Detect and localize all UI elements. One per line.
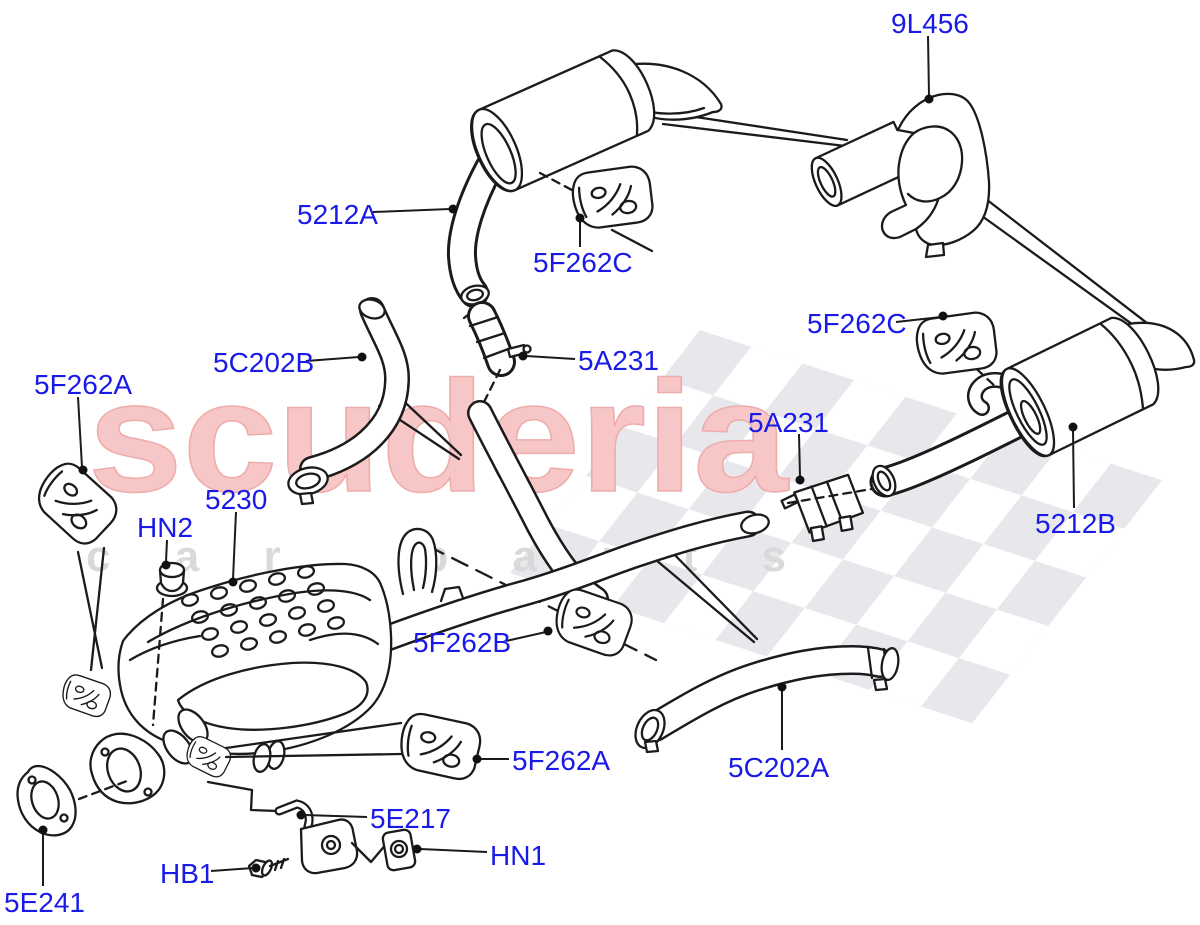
part-centre-muffler-5230 bbox=[89, 562, 393, 805]
callout-5F262C-right: 5F262C bbox=[807, 308, 907, 339]
clamp-axis-dash bbox=[786, 487, 874, 505]
callout-5C202A: 5C202A bbox=[728, 752, 830, 783]
part-nut-retainer-HN1 bbox=[381, 828, 417, 872]
callout-5F262B: 5F262B bbox=[413, 627, 511, 658]
callout-5A231-left: 5A231 bbox=[578, 345, 659, 376]
callout-5E217: 5E217 bbox=[370, 803, 451, 834]
muffler-flange bbox=[89, 732, 166, 805]
callouts: 9L456 5212A 5F262C 5C202B 5A231 5F262A 5… bbox=[4, 8, 1116, 918]
part-centre-pipes bbox=[360, 400, 770, 657]
callout-9L456: 9L456 bbox=[891, 8, 969, 39]
part-hanger-5F262A-bottom bbox=[396, 710, 485, 783]
callout-5212A: 5212A bbox=[297, 199, 378, 230]
leader-dots bbox=[38, 94, 1078, 873]
part-intermediate-pipe-5C202A bbox=[634, 644, 900, 754]
callout-5E241: 5E241 bbox=[4, 887, 85, 918]
callout-5212B: 5212B bbox=[1035, 508, 1116, 539]
part-gasket-5E241 bbox=[16, 764, 129, 837]
part-hanger-5F262C-left bbox=[567, 159, 659, 236]
muffler-hanger-peg-left bbox=[58, 671, 115, 720]
pointer-5C202A bbox=[648, 545, 759, 644]
callout-5F262C-left: 5F262C bbox=[533, 247, 633, 278]
part-tailpipe-finisher-9L456 bbox=[810, 92, 991, 259]
part-nut-HN2 bbox=[151, 561, 189, 727]
part-bracket-5E217 bbox=[206, 780, 389, 875]
callout-HB1: HB1 bbox=[160, 858, 214, 889]
pointer-hanger-left bbox=[76, 546, 106, 672]
callout-5F262A-bottom: 5F262A bbox=[512, 745, 610, 776]
phantom-line-center bbox=[426, 544, 658, 662]
part-clamp-5A231-right bbox=[780, 473, 865, 543]
part-rear-muffler-5212B bbox=[869, 316, 1196, 498]
callout-HN1: HN1 bbox=[490, 840, 546, 871]
watermark-brand: scuderia bbox=[88, 349, 789, 525]
leader-lines bbox=[42, 35, 1075, 886]
part-intermediate-pipe-5C202B bbox=[287, 297, 411, 506]
part-hanger-5F262C-right bbox=[911, 305, 1003, 382]
perforations bbox=[180, 565, 346, 658]
callout-5F262A-top: 5F262A bbox=[34, 369, 132, 400]
callout-5230: 5230 bbox=[205, 484, 267, 515]
callout-HN2: HN2 bbox=[137, 512, 193, 543]
pointer-hanger-bottom bbox=[224, 721, 403, 759]
callout-5A231-right: 5A231 bbox=[748, 407, 829, 438]
part-rear-muffler-5212A bbox=[446, 49, 723, 410]
pointer-lines-top bbox=[661, 110, 1158, 339]
callout-5C202B: 5C202B bbox=[213, 347, 314, 378]
